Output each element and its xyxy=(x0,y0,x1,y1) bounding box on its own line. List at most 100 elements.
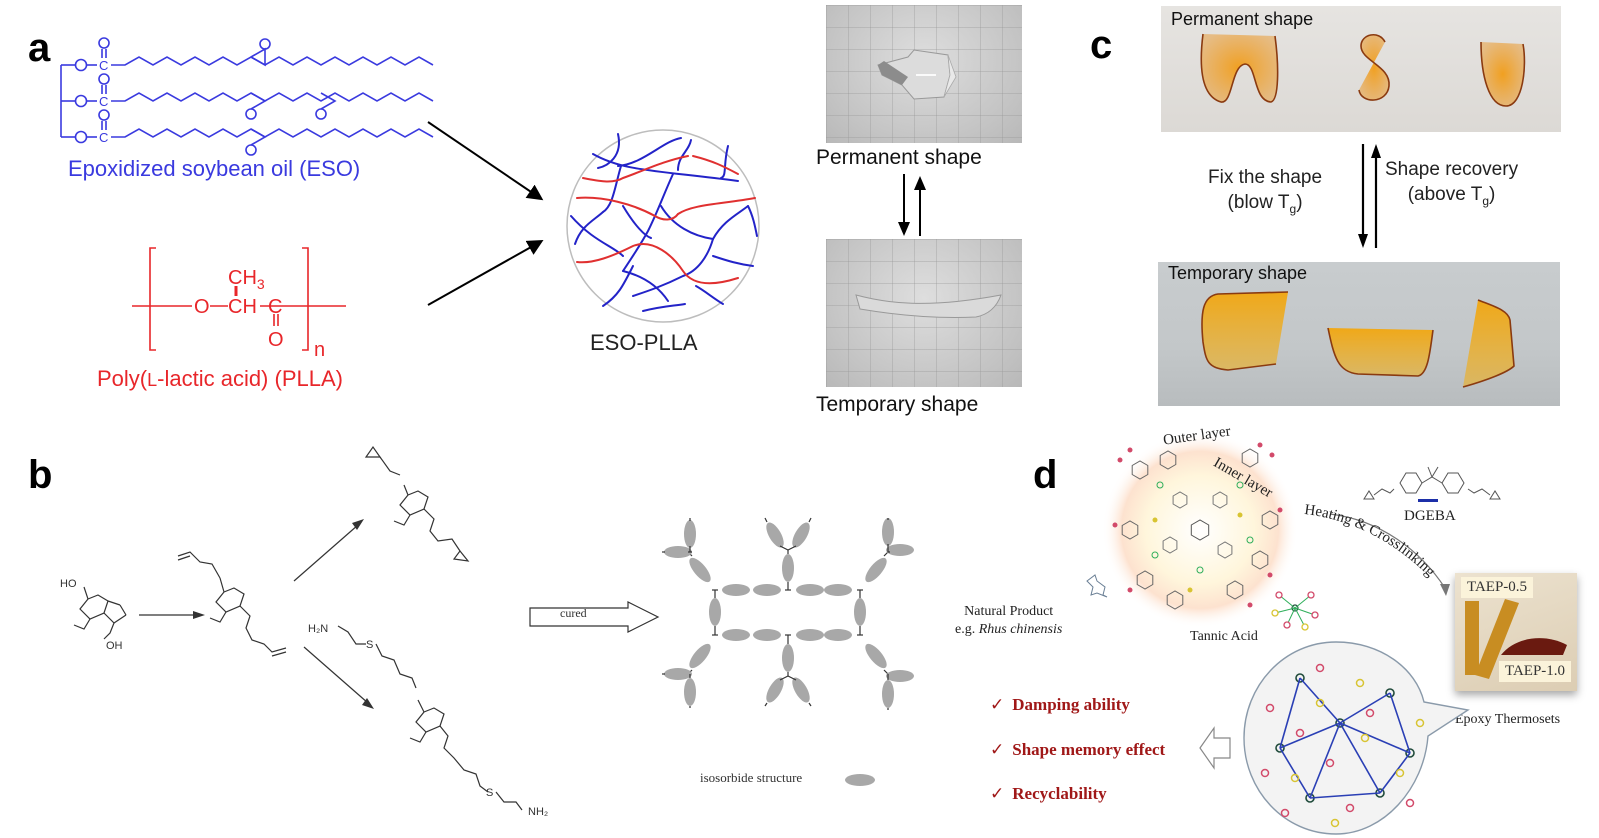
temporary-shape-label-a: Temporary shape xyxy=(816,393,979,416)
eso-plla-network xyxy=(566,129,760,323)
pointer-arrow-icon xyxy=(1086,574,1108,598)
fix-shape-text: Fix the shape (blow Tg) xyxy=(1208,165,1322,222)
network-node xyxy=(1345,803,1355,813)
isosorbide-unit xyxy=(824,629,852,641)
network-node xyxy=(1315,698,1325,708)
isosorbide-legend-label: isosorbide structure xyxy=(700,770,803,785)
crosslink-bond xyxy=(764,517,768,523)
isosorbide-unit xyxy=(782,644,794,672)
hydroxyl-group xyxy=(1277,507,1283,513)
natural-product-line1: Natural Product xyxy=(964,604,1054,619)
galloyl-ring xyxy=(1241,448,1259,468)
property-recyclability: ✓Recyclability xyxy=(990,784,1107,803)
hydroxyl-group xyxy=(1117,457,1123,463)
isosorbide-unit xyxy=(722,629,750,641)
sulfur-bottom-label: S xyxy=(486,787,493,799)
eso-carbon-2: C xyxy=(99,94,108,109)
isosorbide-unit xyxy=(766,677,784,703)
dgeba-label: DGEBA xyxy=(1404,508,1456,524)
thermoset-samples xyxy=(1465,599,1567,679)
plla-ch: CH xyxy=(228,296,257,318)
permanent-shape-label-a: Permanent shape xyxy=(816,146,982,169)
isosorbide-unit xyxy=(664,668,692,680)
temporary-shape-photo-c: Temporary shape xyxy=(1158,262,1560,406)
amine-isosorbide-structure: H₂N S S xyxy=(308,623,523,811)
panel-label-b: b xyxy=(28,453,53,497)
shape-recovery-line1: Shape recovery xyxy=(1385,159,1519,180)
galloyl-ring xyxy=(1121,520,1139,540)
natural-product-label: Natural Product e.g. Rhus chinensis xyxy=(955,603,1062,639)
motif-node xyxy=(1311,611,1319,619)
hydroxyl-inner xyxy=(1152,517,1158,523)
fix-shape-line2: (blow Tg) xyxy=(1227,192,1303,216)
network-node xyxy=(1405,798,1415,808)
property-shape-memory: ✓Shape memory effect xyxy=(990,740,1166,759)
sample-temporary-2 xyxy=(1327,327,1434,377)
eso-label: Epoxidized soybean oil (ESO) xyxy=(68,156,361,181)
sample-temporary-3 xyxy=(1462,299,1515,388)
inner-galloyl-ring xyxy=(1217,541,1233,559)
network-node xyxy=(1315,663,1325,673)
permanent-shape-photo xyxy=(826,5,1022,143)
amine-bottom-label: NH₂ xyxy=(528,806,549,818)
hydroxyl-group xyxy=(1267,572,1273,578)
motif-node xyxy=(1283,621,1291,629)
check-icon: ✓ xyxy=(990,784,1005,803)
galloyl-ring xyxy=(1251,550,1269,570)
plla-label: Poly(L-lactic acid) (PLLA) xyxy=(97,366,343,391)
inner-galloyl-ring xyxy=(1162,536,1178,554)
inner-galloyl-ring xyxy=(1172,491,1188,509)
taep-10-tag: TAEP-1.0 xyxy=(1499,661,1572,682)
network-node xyxy=(1355,678,1365,688)
isosorbide-unit xyxy=(865,643,887,669)
temporary-shape-label-c: Temporary shape xyxy=(1168,263,1308,283)
arrow-eso-to-network xyxy=(427,121,544,201)
tannic-acid-glow xyxy=(1102,432,1298,628)
galloyl-ring xyxy=(1261,510,1279,530)
crosslink-bond xyxy=(883,551,889,557)
crosslink-bond xyxy=(779,675,789,681)
isosorbide-unit xyxy=(882,518,894,546)
wsu-temporary-samples xyxy=(1201,291,1515,388)
permanent-shape-photo-c: Permanent shape xyxy=(1161,6,1561,132)
shape-transition-arrows-c xyxy=(1358,144,1381,248)
galloyl-ring xyxy=(1131,460,1149,480)
isosorbide-unit xyxy=(886,544,914,556)
check-icon: ✓ xyxy=(990,695,1005,714)
eso-carbon-1: C xyxy=(99,58,108,73)
sample-taep-10 xyxy=(1501,638,1567,655)
hydroxyl-inner xyxy=(1187,587,1193,593)
crosslink-bond xyxy=(808,702,812,707)
plla-methyl: CH3 xyxy=(228,267,265,292)
hydroxyl-inner xyxy=(1237,512,1243,518)
isosorbide-unit xyxy=(766,522,784,548)
letter-w xyxy=(1200,33,1279,103)
shape-recovery-line2: (above Tg) xyxy=(1407,184,1496,208)
network-bond xyxy=(1339,692,1391,724)
crosslinked-network-bubble xyxy=(1243,641,1470,835)
isosorbide-unit xyxy=(664,546,692,558)
isosorbide-ho: HO xyxy=(60,578,77,590)
ester-oxygen xyxy=(1156,481,1164,489)
crosslink-bond xyxy=(787,675,797,681)
network-bond xyxy=(1279,722,1341,749)
isosorbide-unit xyxy=(886,670,914,682)
network-node xyxy=(1265,703,1275,713)
plla-structure: O CH3 CH C O n xyxy=(132,247,346,361)
panel-label-d: d xyxy=(1033,453,1058,497)
network-node xyxy=(1360,733,1370,743)
isosorbide-unit xyxy=(854,598,866,626)
isosorbide-unit xyxy=(796,629,824,641)
sample-bar-2 xyxy=(1475,599,1519,679)
isosorbide-unit xyxy=(689,643,711,669)
panel-label-a: a xyxy=(28,26,51,70)
isosorbide-unit xyxy=(689,557,711,583)
dgeba-structure xyxy=(1363,466,1501,500)
letter-s xyxy=(1358,34,1390,101)
motif-node xyxy=(1275,591,1283,599)
motif-node xyxy=(1301,623,1309,631)
plla-ester-oxygen: O xyxy=(194,296,210,318)
isosorbide-legend-ellipse xyxy=(845,774,875,786)
tannic-acid-label: Tannic Acid xyxy=(1190,629,1258,644)
galloyl-ring xyxy=(1166,590,1184,610)
